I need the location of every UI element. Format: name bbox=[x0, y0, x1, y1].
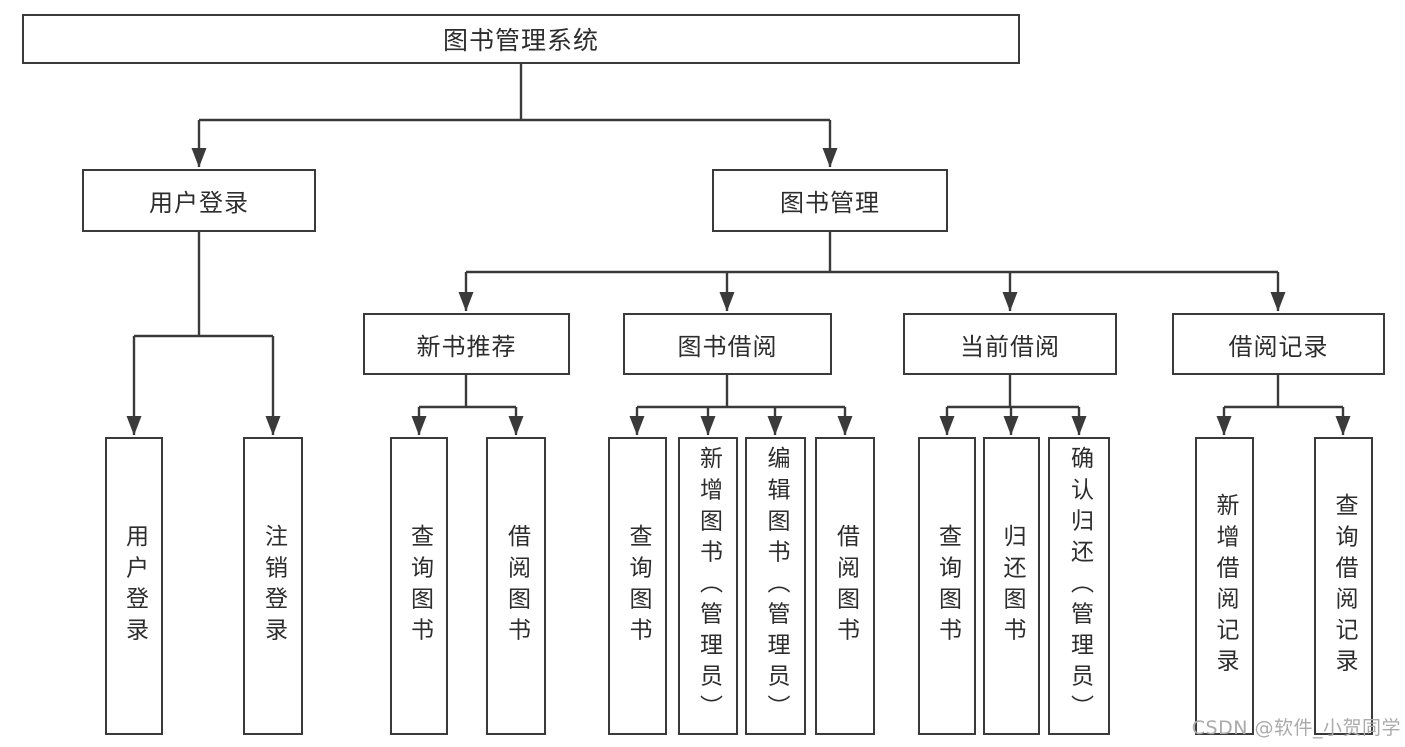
leaf-recommend-borrow-books: 借阅图书 bbox=[486, 437, 546, 735]
leaf-return-books: 归还图书 bbox=[983, 437, 1040, 735]
node-library-management-system: 图书管理系统 bbox=[22, 14, 1020, 64]
node-library-management-system-label: 图书管理系统 bbox=[442, 26, 599, 55]
node-borrowing-records: 借阅记录 bbox=[1172, 313, 1385, 375]
node-current-borrowing-label: 当前借阅 bbox=[960, 332, 1060, 361]
leaf-recommend-borrow-books-label: 借阅图书 bbox=[503, 523, 530, 649]
leaf-borrowing-borrow-books: 借阅图书 bbox=[815, 437, 875, 735]
node-new-book-recommend-label: 新书推荐 bbox=[416, 332, 517, 361]
leaf-edit-books-admin: 编辑图书（管理员） bbox=[745, 437, 806, 735]
leaf-confirm-return-admin: 确认归还（管理员） bbox=[1048, 437, 1110, 735]
leaf-logout: 注销登录 bbox=[243, 437, 303, 735]
node-user-login: 用户登录 bbox=[82, 169, 316, 232]
node-book-management-label: 图书管理 bbox=[780, 189, 880, 217]
leaf-add-books-admin: 新增图书（管理员） bbox=[678, 437, 738, 735]
leaf-borrowing-query-books: 查询图书 bbox=[608, 437, 667, 735]
leaf-recommend-query-books: 查询图书 bbox=[390, 437, 448, 735]
leaf-add-borrow-record: 新增借阅记录 bbox=[1195, 437, 1254, 735]
leaf-user-login: 用户登录 bbox=[105, 437, 163, 735]
leaf-query-borrow-record-label: 查询借阅记录 bbox=[1331, 492, 1357, 680]
leaf-current-query-books-label: 查询图书 bbox=[934, 523, 961, 649]
leaf-add-books-admin-label: 新增图书（管理员） bbox=[695, 446, 722, 726]
node-borrowing-records-label: 借阅记录 bbox=[1228, 332, 1329, 361]
node-user-login-label: 用户登录 bbox=[149, 189, 249, 217]
leaf-recommend-query-books-label: 查询图书 bbox=[406, 523, 433, 649]
leaf-user-login-label: 用户登录 bbox=[121, 523, 148, 649]
node-book-borrowing-label: 图书借阅 bbox=[677, 332, 778, 361]
leaf-logout-label: 注销登录 bbox=[260, 523, 287, 649]
node-book-borrowing: 图书借阅 bbox=[623, 313, 832, 375]
leaf-query-borrow-record: 查询借阅记录 bbox=[1314, 437, 1373, 735]
node-new-book-recommend: 新书推荐 bbox=[363, 313, 570, 375]
leaf-current-query-books: 查询图书 bbox=[918, 437, 976, 735]
leaf-borrowing-borrow-books-label: 借阅图书 bbox=[832, 523, 859, 649]
leaf-borrowing-query-books-label: 查询图书 bbox=[625, 523, 651, 649]
leaf-return-books-label: 归还图书 bbox=[999, 523, 1025, 649]
leaf-edit-books-admin-label: 编辑图书（管理员） bbox=[763, 446, 789, 726]
node-current-borrowing: 当前借阅 bbox=[903, 313, 1117, 375]
leaf-confirm-return-admin-label: 确认归还（管理员） bbox=[1066, 446, 1093, 726]
leaf-add-borrow-record-label: 新增借阅记录 bbox=[1212, 492, 1238, 680]
node-book-management: 图书管理 bbox=[712, 169, 948, 232]
